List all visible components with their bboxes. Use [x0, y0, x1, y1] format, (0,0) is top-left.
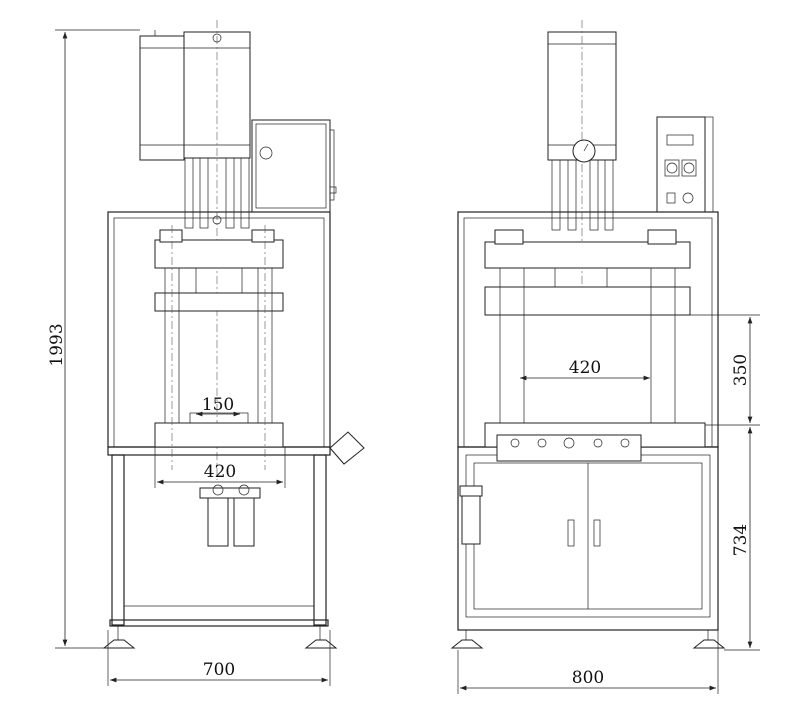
- dim-label-1993: 1993: [47, 323, 67, 366]
- door-handle-right[interactable]: [593, 519, 601, 547]
- door-handle-left[interactable]: [567, 519, 575, 547]
- dim-label-420-front: 420: [204, 462, 236, 482]
- button-bar: [496, 434, 642, 462]
- dimension-platen-width: 420: [154, 447, 286, 488]
- dim-label-800: 800: [572, 668, 604, 688]
- dimension-stroke-and-table: 350 734: [690, 314, 760, 651]
- cylinder-rods: [184, 157, 250, 229]
- press-plates: [154, 225, 284, 470]
- dimension-front-width: 700: [107, 630, 331, 686]
- side-plates: [484, 229, 706, 448]
- side-button-panel: [329, 431, 365, 465]
- dim-label-350: 350: [731, 354, 751, 386]
- filter-regulator-unit: [199, 484, 261, 547]
- side-view: 800 420 350 734: [450, 20, 760, 694]
- dimension-overall-height: 1993: [47, 29, 140, 649]
- main-cylinder: [547, 20, 617, 300]
- dim-label-734: 734: [731, 524, 751, 556]
- dimension-side-width: 800: [457, 630, 719, 694]
- dim-label-700: 700: [203, 660, 235, 680]
- dimension-mold-spacing: 150: [196, 395, 240, 417]
- dimension-column-spacing: 420: [520, 358, 650, 381]
- control-box: [251, 119, 337, 213]
- control-panel: [656, 116, 714, 213]
- dim-label-420-side: 420: [569, 358, 601, 378]
- front-view: 1993 700 420 150: [47, 20, 365, 686]
- dim-label-150: 150: [202, 395, 234, 415]
- side-filter-regulator: [459, 485, 483, 545]
